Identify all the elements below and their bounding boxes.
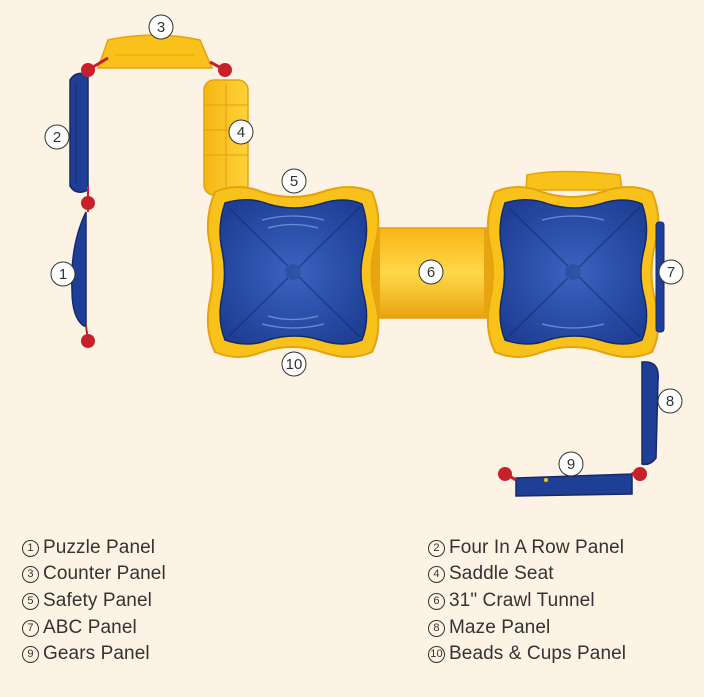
legend-number: 10 bbox=[428, 645, 445, 663]
svg-text:6: 6 bbox=[427, 264, 435, 281]
legend-label: Counter Panel bbox=[43, 563, 166, 584]
legend-label: Puzzle Panel bbox=[43, 537, 156, 558]
legend-item-saddle-seat: 4 Saddle Seat bbox=[428, 563, 554, 585]
callout-4: 4 bbox=[228, 119, 254, 145]
saddle-seat bbox=[203, 79, 249, 196]
legend-number: 1 bbox=[22, 539, 39, 557]
gears-panel bbox=[515, 473, 633, 497]
legend-number: 6 bbox=[428, 592, 445, 610]
callout-3: 3 bbox=[148, 14, 174, 40]
counter-panel bbox=[96, 34, 214, 69]
svg-text:10: 10 bbox=[286, 356, 303, 373]
callout-1: 1 bbox=[50, 261, 76, 287]
svg-text:5: 5 bbox=[290, 173, 298, 190]
legend-item-beads-cups-panel: 10 Beads & Cups Panel bbox=[428, 643, 626, 665]
callout-7: 7 bbox=[658, 259, 684, 285]
legend-label: Maze Panel bbox=[449, 617, 551, 638]
legend-label: Gears Panel bbox=[43, 643, 150, 664]
legend-item-puzzle-panel: 1 Puzzle Panel bbox=[22, 537, 155, 559]
legend-number: 5 bbox=[22, 592, 39, 610]
legend-number: 8 bbox=[428, 619, 445, 637]
legend-number: 7 bbox=[22, 619, 39, 637]
svg-text:8: 8 bbox=[666, 393, 674, 410]
svg-text:1: 1 bbox=[59, 266, 67, 283]
legend-number: 3 bbox=[22, 565, 39, 583]
svg-text:9: 9 bbox=[567, 456, 575, 473]
svg-text:2: 2 bbox=[53, 129, 61, 146]
callout-10: 10 bbox=[281, 351, 307, 377]
legend-item-gears-panel: 9 Gears Panel bbox=[22, 643, 150, 665]
callout-9: 9 bbox=[558, 451, 584, 477]
legend-item-four-in-a-row-panel: 2 Four In A Row Panel bbox=[428, 537, 624, 559]
legend-item-abc-panel: 7 ABC Panel bbox=[22, 617, 137, 639]
legend-label: Safety Panel bbox=[43, 590, 152, 611]
connector-posts-right bbox=[498, 467, 647, 482]
svg-text:4: 4 bbox=[237, 124, 245, 141]
legend: 1 Puzzle Panel 2 Four In A Row Panel 3 C… bbox=[0, 533, 704, 683]
legend-item-crawl-tunnel: 6 31" Crawl Tunnel bbox=[428, 590, 595, 612]
maze-panel bbox=[641, 361, 659, 466]
callout-5: 5 bbox=[281, 168, 307, 194]
deck-left bbox=[206, 186, 380, 358]
legend-label: Four In A Row Panel bbox=[449, 537, 625, 558]
legend-label: 31" Crawl Tunnel bbox=[449, 590, 595, 611]
legend-number: 2 bbox=[428, 539, 445, 557]
svg-text:7: 7 bbox=[667, 264, 675, 281]
deck-right bbox=[486, 170, 665, 358]
puzzle-panel bbox=[71, 211, 87, 327]
callout-8: 8 bbox=[657, 388, 683, 414]
svg-text:3: 3 bbox=[157, 19, 165, 36]
playset-layout-diagram: 1 2 3 4 5 6 7 8 9 10 bbox=[44, 14, 684, 497]
callout-2: 2 bbox=[44, 124, 70, 150]
callout-6: 6 bbox=[418, 259, 444, 285]
legend-label: Beads & Cups Panel bbox=[449, 643, 627, 664]
legend-item-maze-panel: 8 Maze Panel bbox=[428, 617, 550, 639]
legend-number: 4 bbox=[428, 565, 445, 583]
four-in-a-row-panel bbox=[69, 72, 89, 193]
connector-posts-left bbox=[81, 56, 232, 348]
legend-number: 9 bbox=[22, 645, 39, 663]
legend-item-safety-panel: 5 Safety Panel bbox=[22, 590, 152, 612]
legend-label: ABC Panel bbox=[43, 617, 137, 638]
legend-item-counter-panel: 3 Counter Panel bbox=[22, 563, 166, 585]
legend-label: Saddle Seat bbox=[449, 563, 554, 584]
